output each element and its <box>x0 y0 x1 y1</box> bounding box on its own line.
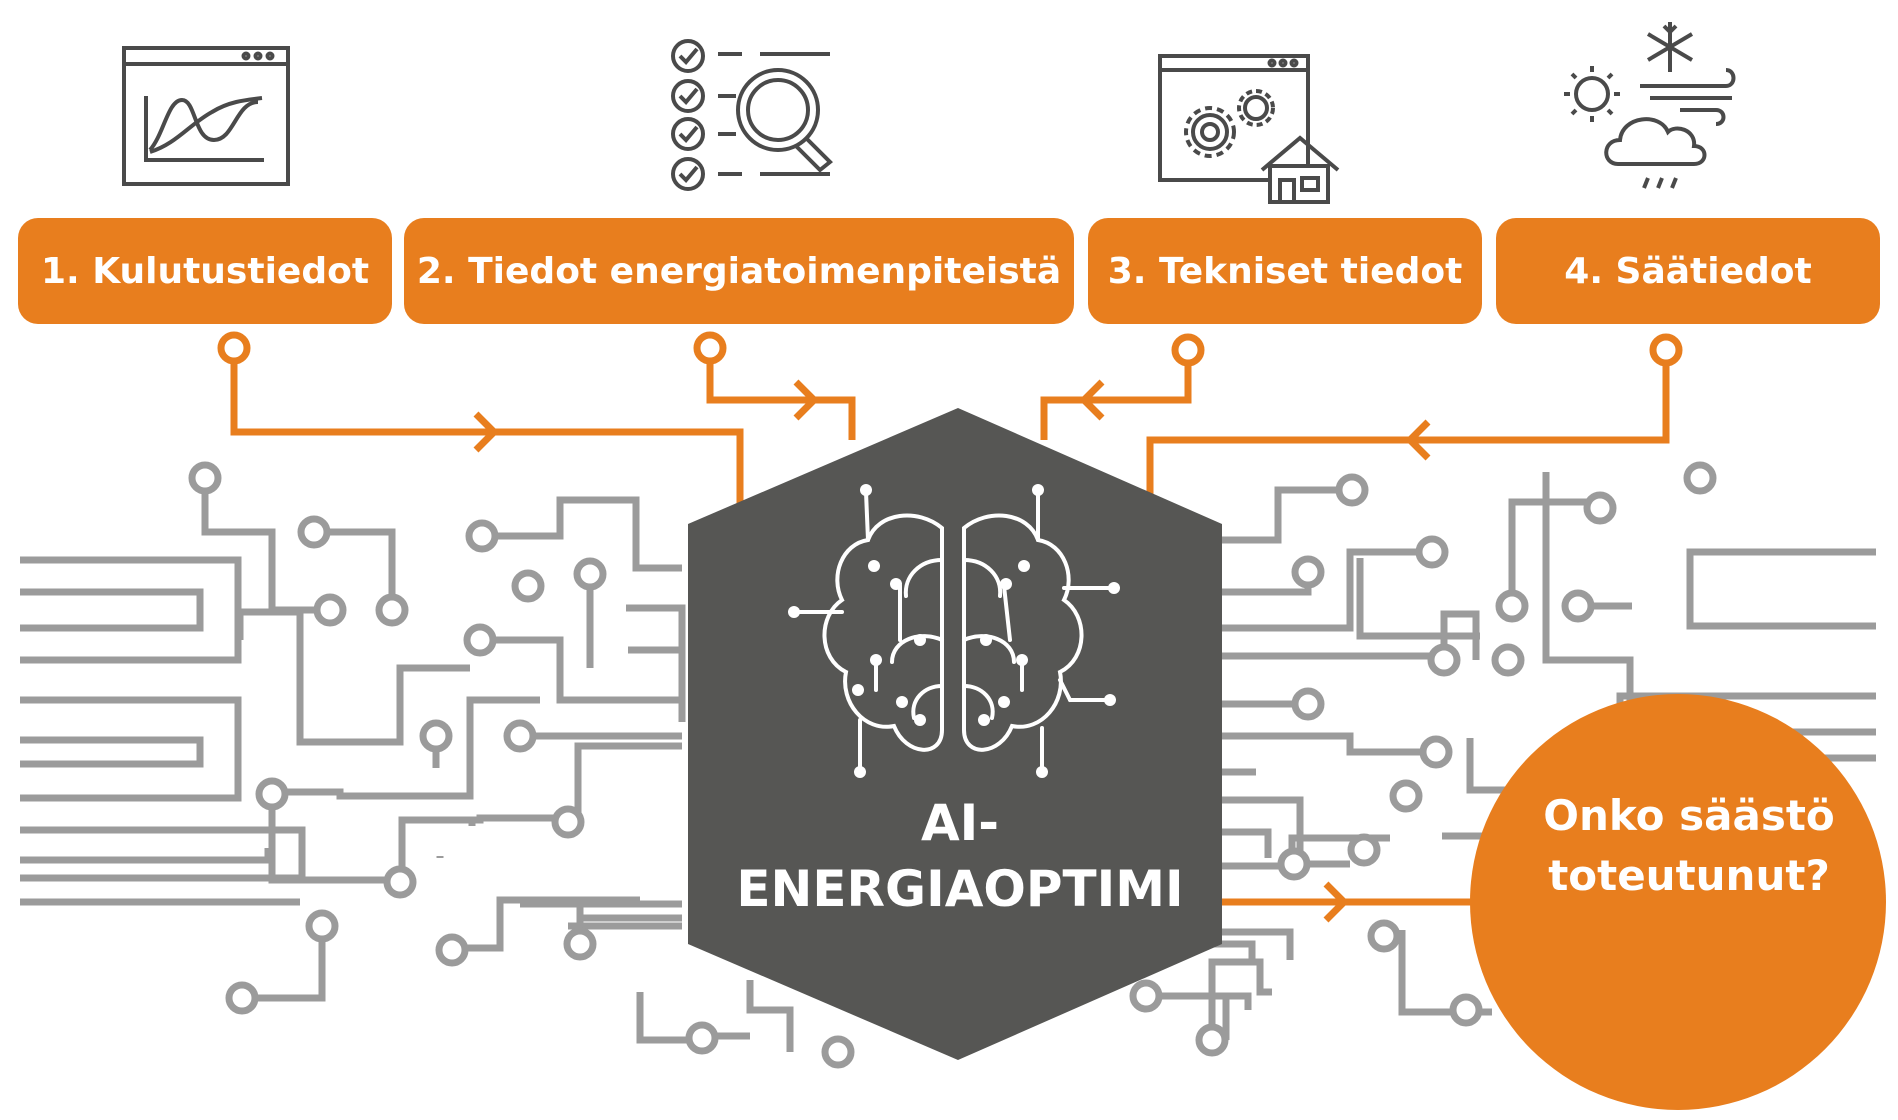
hub-title: AI- ENERGIAOPTIMI <box>690 790 1230 922</box>
checklist-magnifier-icon <box>671 39 833 191</box>
input-connectors <box>230 352 1670 923</box>
hub-title-line1: AI- <box>920 794 1000 852</box>
input-box-measures: 2. Tiedot energiatoimenpiteistä <box>404 218 1074 324</box>
input-box-weather: 4. Säätiedot <box>1496 218 1880 324</box>
result-question-line1: Onko säästö <box>1543 791 1835 840</box>
ai-hub-hexagon <box>688 408 1222 1060</box>
input-label-consumption: 1. Kulutustiedot <box>40 250 370 292</box>
input-label-weather: 4. Säätiedot <box>1564 250 1812 292</box>
weather-icon <box>1564 22 1736 189</box>
circuit-traces <box>20 472 1876 1052</box>
connector-ports <box>217 331 1683 367</box>
result-circle <box>1470 694 1886 1110</box>
gears-house-window-icon <box>1158 54 1340 204</box>
input-box-technical: 3. Tekniset tiedot <box>1088 218 1482 324</box>
circuit-nodes <box>188 461 1717 1069</box>
input-label-technical: 3. Tekniset tiedot <box>1107 250 1463 292</box>
result-question: Onko säästö toteutunut? <box>1482 786 1896 900</box>
brain-nodes <box>788 484 1120 778</box>
result-question-line2: toteutunut? <box>1548 851 1830 900</box>
input-label-measures: 2. Tiedot energiatoimenpiteistä <box>416 250 1062 292</box>
input-box-consumption: 1. Kulutustiedot <box>18 218 392 324</box>
line-chart-window-icon <box>122 46 290 186</box>
brain-circuit-icon <box>794 490 1114 772</box>
hub-title-line2: ENERGIAOPTIMI <box>736 860 1184 918</box>
